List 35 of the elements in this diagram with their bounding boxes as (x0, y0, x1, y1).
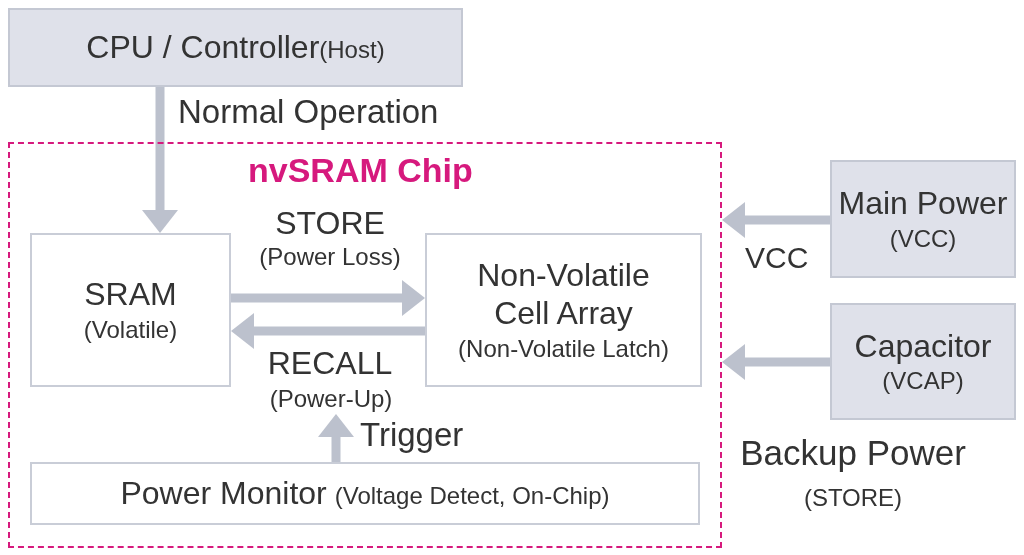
component-note: (Non-Volatile Latch) (458, 333, 669, 364)
component-name: Power Monitor (120, 474, 327, 513)
annotation-note: (STORE) (803, 484, 903, 513)
module-box (30, 462, 700, 525)
chip-title: nvSRAM Chip (248, 150, 473, 191)
edge-label: VCC (745, 240, 809, 276)
edge-note: (Power Loss) (259, 243, 401, 272)
component-box (830, 160, 1016, 278)
component-note: (Voltage Detect, On-Chip) (334, 481, 610, 512)
arrow (231, 280, 425, 316)
component-name: Main Power (838, 184, 1008, 223)
component-box (8, 8, 463, 87)
component-name: Capacitor (854, 326, 992, 366)
edge-label: Normal Operation (178, 92, 439, 132)
component-note: (VCAP) (882, 366, 964, 397)
component-name: Non-Volatile Cell Array (476, 256, 651, 333)
edge-label: RECALL (267, 344, 393, 383)
component-note: (VCC) (889, 223, 957, 254)
edge-label: Trigger (360, 415, 464, 455)
arrow (142, 87, 178, 233)
arrow (722, 344, 830, 380)
transfer-note: (Power-Up) (266, 383, 396, 414)
chip-boundary (8, 142, 722, 548)
component-box (830, 303, 1016, 420)
component-name: CPU / Controller (86, 28, 320, 67)
arrow (231, 313, 425, 349)
module-box (30, 233, 231, 387)
edge-label: STORE (275, 204, 385, 243)
component-name: SRAM (84, 275, 177, 314)
arrow (318, 414, 354, 462)
module-box (425, 233, 702, 387)
annotation-label: Backup Power (740, 432, 966, 474)
arrow (722, 202, 830, 238)
component-note: (Host) (319, 36, 385, 66)
component-note: (Volatile) (83, 314, 178, 345)
